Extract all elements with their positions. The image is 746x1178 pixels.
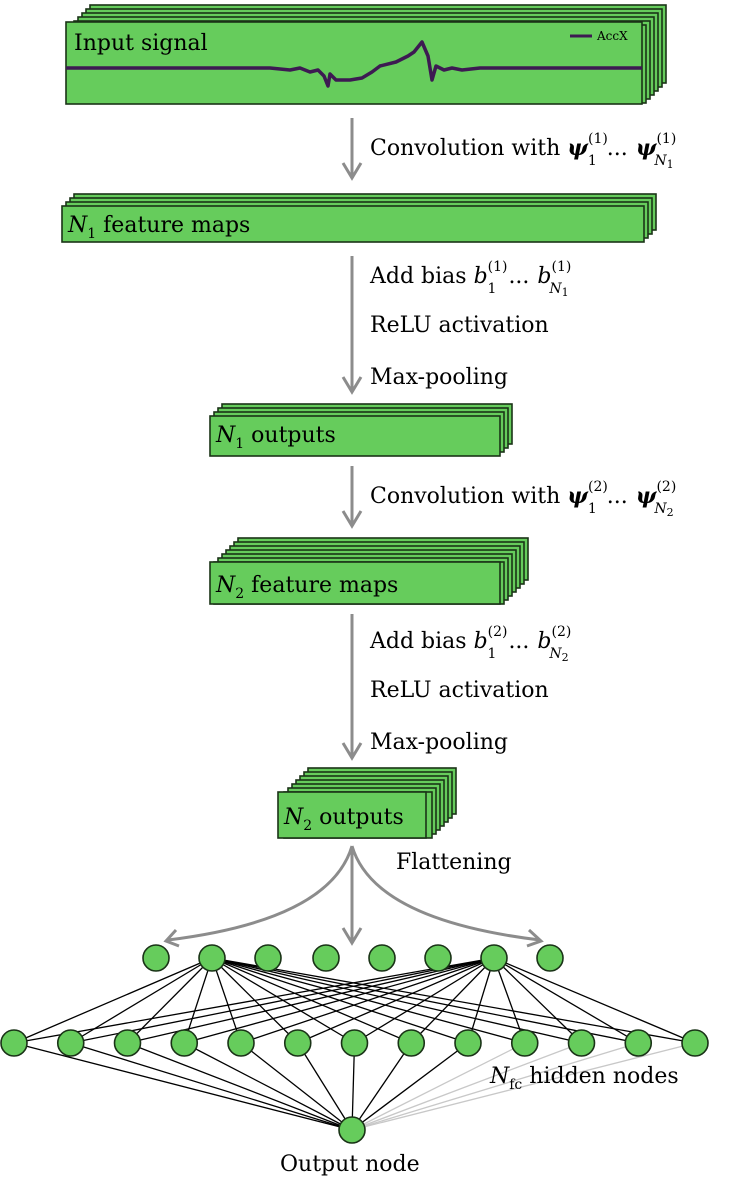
fc-edge <box>184 957 495 1044</box>
fc-edge <box>493 957 526 1044</box>
n1-outputs-label: N1 outputs <box>215 423 336 452</box>
step-1-convolution-label: Convolution with ψ(1)1...ψ(1)N1 <box>370 131 676 171</box>
flattened-node <box>424 944 452 972</box>
hidden-node <box>567 1029 596 1057</box>
n1-outputs-stack: N1 outputs <box>209 403 513 457</box>
fc-edge <box>493 957 582 1044</box>
step-2-relu-label: ReLU activation <box>370 313 549 338</box>
output-edge <box>183 1042 353 1131</box>
flattened-node <box>480 944 508 972</box>
fc-nodes-group <box>0 944 709 1144</box>
hidden-node <box>56 1029 85 1057</box>
fc-edge <box>493 957 639 1044</box>
flattening-label: Flattening <box>396 850 512 875</box>
svg-text:Convolution with ψ(2)1...ψ(2)N: Convolution with ψ(2)1...ψ(2)N2 <box>370 479 676 519</box>
step-3-convolution-label: Convolution with ψ(2)1...ψ(2)N2 <box>370 479 676 519</box>
svg-text:Add bias b(2)1...b(2)N2: Add bias b(2)1...b(2)N2 <box>369 624 571 664</box>
fc-edge <box>493 957 696 1044</box>
hidden-node <box>397 1029 426 1057</box>
arrow-2 <box>341 256 363 395</box>
input-signal-stack: Input signal AccX <box>65 4 667 105</box>
legend-label: AccX <box>596 29 628 43</box>
hidden-node <box>227 1029 255 1057</box>
hidden-node <box>0 1029 28 1057</box>
output-node <box>338 1116 366 1144</box>
input-signal-title: Input signal <box>74 31 208 56</box>
output-node-label: Output node <box>280 1152 420 1177</box>
fc-edge <box>297 957 495 1044</box>
output-edge <box>70 1042 353 1131</box>
hidden-node <box>510 1029 539 1057</box>
flattened-node <box>368 944 396 972</box>
fc-edges-group <box>13 957 696 1131</box>
output-edge <box>127 1042 353 1131</box>
flattened-node <box>536 944 564 972</box>
fc-edge <box>240 957 495 1044</box>
flattened-node <box>198 944 226 972</box>
output-edge <box>351 1042 356 1131</box>
step-2-pool-label: Max-pooling <box>370 365 508 390</box>
hidden-node <box>340 1029 369 1057</box>
flattened-node <box>254 944 282 972</box>
input-signal-box <box>65 21 643 105</box>
output-edge <box>351 1042 696 1131</box>
fc-edge <box>127 957 495 1044</box>
output-edge <box>240 1042 353 1131</box>
flattening-arrows <box>163 845 544 948</box>
step-2-bias-label: Add bias b(1)1...b(1)N1 <box>369 259 571 299</box>
output-edge <box>351 1042 639 1131</box>
hidden-nodes-label: Nfc hidden nodes <box>489 1064 679 1093</box>
output-edge <box>13 1042 353 1131</box>
acc-x-signal-line <box>66 40 642 88</box>
fc-edge <box>467 957 495 1044</box>
n2-feature-maps-label: N2 feature maps <box>215 573 398 602</box>
fc-edge <box>70 957 213 1044</box>
fc-edge <box>70 957 495 1044</box>
arrow-3 <box>341 466 363 529</box>
fc-edge <box>13 957 495 1044</box>
hidden-node <box>283 1029 312 1057</box>
step-4-relu-label: ReLU activation <box>370 678 549 703</box>
output-edge <box>351 1042 469 1131</box>
hidden-node <box>624 1029 653 1057</box>
output-edge <box>351 1042 526 1131</box>
hidden-node <box>113 1029 142 1057</box>
n2-outputs-label: N2 outputs <box>283 805 404 834</box>
output-edge <box>297 1042 353 1131</box>
step-4-bias-label: Add bias b(2)1...b(2)N2 <box>369 624 571 664</box>
hidden-node <box>170 1029 199 1057</box>
svg-text:Add bias b(1)1...b(1)N1: Add bias b(1)1...b(1)N1 <box>369 259 571 299</box>
fc-edge <box>410 957 495 1044</box>
output-edge <box>351 1042 582 1131</box>
fc-edge <box>354 957 495 1044</box>
flattened-node <box>142 944 170 972</box>
n2-feature-maps-stack: N2 feature maps <box>209 537 529 605</box>
step-4-pool-label: Max-pooling <box>370 730 508 755</box>
arrow-1 <box>341 118 363 181</box>
fc-edge <box>13 957 213 1044</box>
flattened-node <box>312 944 340 972</box>
svg-text:Convolution with ψ(1)1...ψ(1)N: Convolution with ψ(1)1...ψ(1)N1 <box>370 131 676 171</box>
output-edge <box>351 1042 412 1131</box>
arrow-4 <box>341 614 363 761</box>
n1-feature-maps-label: N1 feature maps <box>67 213 250 242</box>
n1-feature-maps-stack: N1 feature maps <box>61 193 657 243</box>
n2-outputs-stack: N2 outputs <box>277 767 457 839</box>
hidden-node <box>681 1029 709 1057</box>
hidden-node <box>454 1029 482 1057</box>
